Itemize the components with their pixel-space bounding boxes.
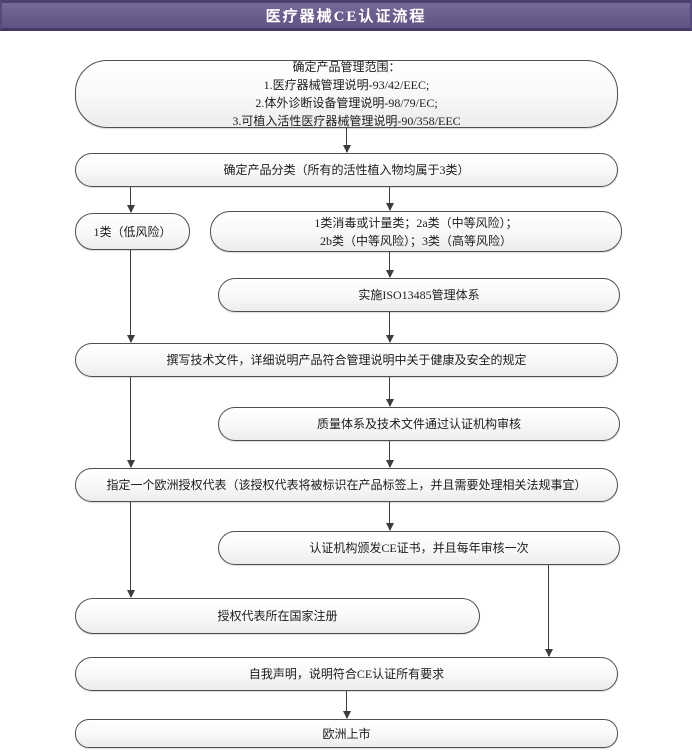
node-text-line: 2.体外诊断设备管理说明-98/79/EC; — [255, 96, 438, 110]
arrow-classify-to-class2 — [385, 187, 394, 211]
arrow-class2-to-iso — [385, 252, 394, 278]
page-title-text: 医疗器械CE认证流程 — [265, 9, 427, 25]
node-iso13485: 实施ISO13485管理体系 — [218, 278, 620, 312]
arrow-rep-to-register — [126, 502, 135, 598]
node-country-registration: 授权代表所在国家注册 — [75, 598, 480, 634]
node-text-line: 确定产品分类（所有的活性植入物均属于3类） — [223, 163, 470, 177]
arrow-class1-to-techfile — [126, 250, 135, 343]
node-europe-market-launch: 欧洲上市 — [75, 719, 618, 748]
node-text-line: 3.可植入活性医疗器械管理说明-90/358/EEC — [232, 114, 461, 128]
node-class1-low-risk: 1类（低风险） — [75, 213, 190, 250]
arrow-rep-to-cert — [385, 502, 394, 531]
node-text-line: 实施ISO13485管理体系 — [358, 288, 480, 302]
node-text-line: 1.医疗器械管理说明-93/42/EEC; — [263, 78, 430, 92]
node-text-line: 授权代表所在国家注册 — [217, 609, 338, 623]
node-eu-authorized-representative: 指定一个欧洲授权代表（该授权代表将被标识在产品标签上，并且需要处理相关法规事宜） — [75, 468, 618, 502]
node-text-line: 欧洲上市 — [322, 726, 371, 741]
arrow-techfile-to-audit — [385, 377, 394, 407]
node-notified-body-audit: 质量体系及技术文件通过认证机构审核 — [218, 407, 620, 441]
node-ce-certificate: 认证机构颁发CE证书，并且每年审核一次 — [218, 531, 620, 565]
node-text-line: 认证机构颁发CE证书，并且每年审核一次 — [309, 541, 529, 555]
node-text-line: 2b类（中等风险）；3类（高等风险） — [319, 233, 512, 248]
arrow-cert-to-declare — [544, 565, 553, 657]
node-text-line: 质量体系及技术文件通过认证机构审核 — [316, 417, 521, 431]
node-product-scope: 确定产品管理范围： 1.医疗器械管理说明-93/42/EEC; 2.体外诊断设备… — [75, 60, 618, 128]
node-class2-class3: 1类消毒或计量类；2a类（中等风险）； 2b类（中等风险）；3类（高等风险） — [210, 211, 622, 252]
arrow-audit-to-rep — [385, 441, 394, 468]
node-text-line: 撰写技术文件，详细说明产品符合管理说明中关于健康及安全的规定 — [166, 353, 527, 367]
node-text-line: 1类（低风险） — [93, 224, 172, 239]
node-technical-file: 撰写技术文件，详细说明产品符合管理说明中关于健康及安全的规定 — [75, 343, 618, 377]
arrow-scope-to-classify — [342, 128, 351, 153]
arrow-classify-to-class1 — [126, 187, 135, 213]
arrow-iso-to-techfile — [385, 312, 394, 343]
node-text-line: 确定产品管理范围： — [292, 60, 401, 74]
arrow-declare-to-market — [342, 691, 351, 719]
node-text-line: 指定一个欧洲授权代表（该授权代表将被标识在产品标签上，并且需要处理相关法规事宜） — [106, 478, 587, 492]
node-product-classification: 确定产品分类（所有的活性植入物均属于3类） — [75, 153, 618, 187]
arrow-techfile-to-rep — [126, 377, 135, 468]
node-text-line: 自我声明，说明符合CE认证所有要求 — [248, 667, 445, 681]
node-text-line: 1类消毒或计量类；2a类（中等风险）； — [314, 215, 518, 230]
node-self-declaration: 自我声明，说明符合CE认证所有要求 — [75, 657, 618, 691]
page-title: 医疗器械CE认证流程 — [0, 0, 692, 31]
